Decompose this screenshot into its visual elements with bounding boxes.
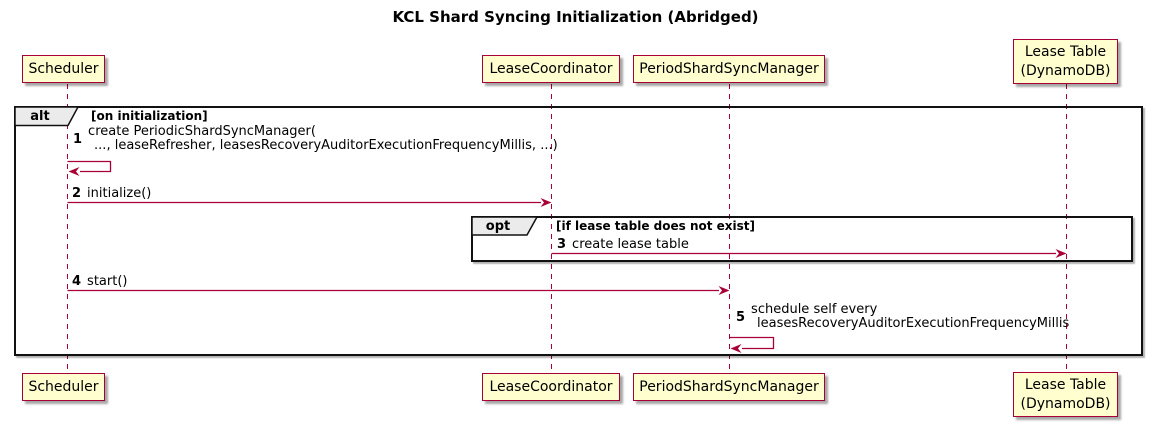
message-lines xyxy=(67,160,1056,350)
participant-leasecoordinator-bottom: LeaseCoordinator xyxy=(482,373,620,401)
message-2: 2 initialize() xyxy=(72,186,151,201)
participant-label: PeriodShardSyncManager xyxy=(639,378,819,395)
message-4-number: 4 xyxy=(72,274,82,289)
message-5-text: schedule self every xyxy=(751,302,878,317)
participant-sublabel: (DynamoDB) xyxy=(1020,62,1111,79)
message-5-text2: leasesRecoveryAuditorExecutionFrequencyM… xyxy=(757,316,1070,331)
participant-label: PeriodShardSyncManager xyxy=(639,60,819,77)
participant-periodshardsyncmanager-bottom: PeriodShardSyncManager xyxy=(633,373,825,401)
message-4-text: start() xyxy=(87,273,128,289)
participant-scheduler-top: Scheduler xyxy=(22,55,105,83)
message-3-text: create lease table xyxy=(572,236,689,252)
message-5: 5 schedule self every leasesRecoveryAudi… xyxy=(736,303,1069,331)
participant-leasecoordinator-top: LeaseCoordinator xyxy=(482,55,620,83)
opt-fragment-frame xyxy=(471,216,1133,262)
alt-condition-label: [on initialization] xyxy=(91,109,208,123)
participant-label: Lease Table xyxy=(1024,376,1107,393)
alt-operator-label: alt xyxy=(30,109,50,124)
message-1-text2: ..., leaseRefresher, leasesRecoveryAudit… xyxy=(94,138,558,153)
message-2-number: 2 xyxy=(72,186,82,201)
opt-operator-label: opt xyxy=(485,219,511,234)
opt-condition-label: [if lease table does not exist] xyxy=(556,219,756,233)
alt-operator-pentagon xyxy=(14,106,80,127)
message-5-number: 5 xyxy=(736,309,746,325)
message-3-number: 3 xyxy=(557,237,567,252)
participant-periodshardsyncmanager-top: PeriodShardSyncManager xyxy=(633,55,825,83)
participant-leasetable-bottom: Lease Table (DynamoDB) xyxy=(1013,372,1118,417)
participant-scheduler-bottom: Scheduler xyxy=(22,373,105,401)
lifeline xyxy=(67,84,1067,372)
participant-label: Scheduler xyxy=(28,60,99,77)
diagram-title: KCL Shard Syncing Initialization (Abridg… xyxy=(392,8,759,26)
message-3: 3 create lease table xyxy=(557,237,689,252)
message-arrowheads xyxy=(68,167,1067,353)
participant-label: Lease Table xyxy=(1024,43,1107,60)
participant-leasetable-top: Lease Table (DynamoDB) xyxy=(1013,39,1118,84)
participant-label: Scheduler xyxy=(28,378,99,395)
message-4: 4 start() xyxy=(72,274,127,289)
participant-label: LeaseCoordinator xyxy=(489,60,613,77)
message-1-number: 1 xyxy=(73,131,83,147)
message-1: 1 create PeriodicShardSyncManager( ..., … xyxy=(73,125,558,153)
participant-label: LeaseCoordinator xyxy=(489,378,613,395)
alt-fragment-frame xyxy=(14,106,1143,356)
opt-operator-pentagon xyxy=(471,216,539,236)
message-2-text: initialize() xyxy=(87,185,152,201)
message-1-text: create PeriodicShardSyncManager( xyxy=(88,124,316,139)
participant-sublabel: (DynamoDB) xyxy=(1020,395,1111,412)
